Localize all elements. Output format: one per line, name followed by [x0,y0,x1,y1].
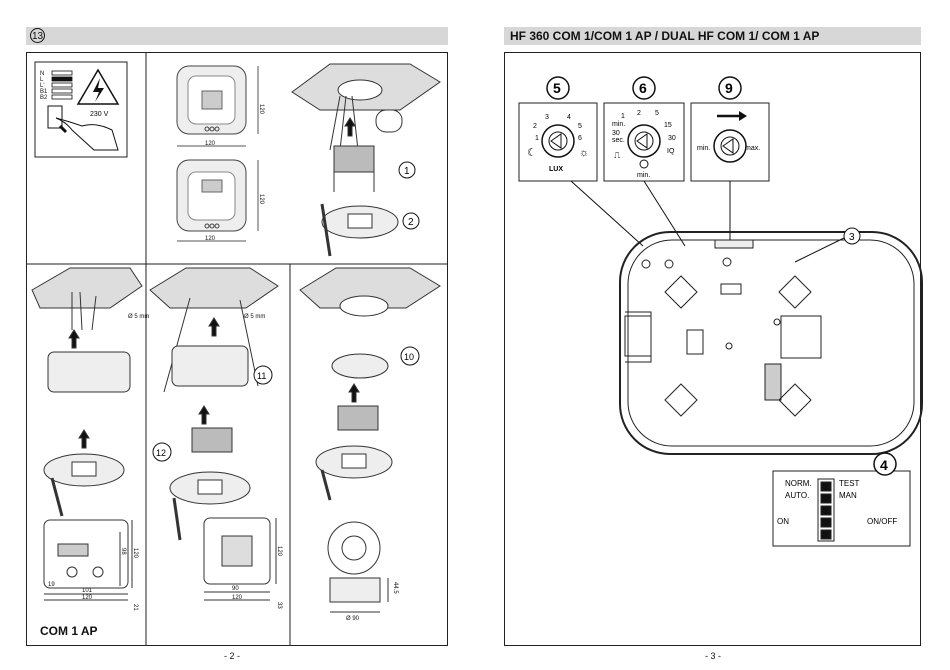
moon-icon: ☾ [527,147,537,159]
hand-icon [55,117,119,151]
clock-icon [639,159,649,169]
right-page: HF 360 COM 1/COM 1 AP / DUAL HF COM 1/ C… [475,0,950,670]
terminal-l-prime: L' [40,83,44,89]
range-knob: 9 min. max. [697,76,760,163]
svg-text:2: 2 [533,123,537,130]
svg-text:12: 12 [156,448,166,458]
page-number-left: - 2 - [223,651,240,661]
svg-text:120: 120 [276,546,282,557]
svg-text:90: 90 [232,586,239,592]
svg-text:19: 19 [48,582,55,588]
svg-text:IQ: IQ [667,148,675,155]
svg-text:Ø 5 mm: Ø 5 mm [244,314,265,320]
svg-text:30: 30 [668,135,676,142]
svg-text:Ø 5 mm: Ø 5 mm [128,314,149,320]
ceiling-mount-illustration [291,63,441,257]
svg-text:6: 6 [578,135,582,142]
svg-text:101: 101 [82,588,93,594]
svg-text:min.: min. [612,121,625,128]
svg-text:Ø 90: Ø 90 [346,616,360,622]
wiring-warning-panel: N L L' B1 B2 230 V [34,61,128,158]
terminal-l: L [40,77,44,83]
left-page: 13 N L L' B1 B2 [26,27,448,661]
voltage-label: 230 V [90,111,109,118]
svg-text:min.: min. [697,145,710,152]
svg-text:120: 120 [205,236,216,242]
svg-text:11: 11 [257,371,266,381]
dip-switch-panel [772,470,911,547]
page-number-right: - 3 - [704,651,721,661]
page-title: HF 360 COM 1/COM 1 AP / DUAL HF COM 1/ C… [510,29,820,43]
terminal-n: N [40,71,44,77]
svg-text:120: 120 [232,595,243,601]
terminal-b1: B1 [40,89,48,95]
svg-text:30: 30 [612,130,620,137]
svg-text:4: 4 [880,457,888,473]
svg-text:120: 120 [132,548,138,559]
svg-text:9: 9 [725,80,733,96]
arrow-right-icon [739,111,747,121]
callout-2: 2 [402,212,420,230]
svg-text:sec.: sec. [612,137,625,144]
svg-text:1: 1 [621,113,625,120]
time-knob: 6 1 2 5 min. 30 sec. 15 30 IQ min. ⎍ [612,76,676,179]
section-header: 13 [26,27,448,45]
svg-text:2: 2 [637,110,641,117]
svg-text:120: 120 [258,104,264,115]
svg-text:6: 6 [639,80,647,96]
callout-11: 11 [253,365,273,385]
dip-label-on: ON [777,517,789,526]
callout-3: 3 [843,227,861,245]
model-caption: COM 1 AP [40,624,98,638]
installation-diagram: N L L' B1 B2 230 V [26,52,448,646]
dip-label-onoff: ON/OFF [867,517,897,526]
box-mount-illustration [149,267,279,601]
callout-10: 10 [400,346,420,366]
svg-text:max.: max. [745,145,760,152]
dip-label-auto: AUTO. [785,491,809,500]
callout-12: 12 [152,442,172,462]
svg-text:5: 5 [655,110,659,117]
section-header-right: HF 360 COM 1/COM 1 AP / DUAL HF COM 1/ C… [504,27,921,45]
callout-4: 4 [873,452,897,476]
sun-icon: ☼ [579,147,589,159]
dip-label-test: TEST [839,479,860,488]
svg-text:120: 120 [82,595,93,601]
svg-text:98: 98 [120,548,126,555]
svg-text:5: 5 [553,80,561,96]
svg-text:10: 10 [404,352,414,362]
svg-text:15: 15 [664,122,672,129]
top-view-dimensions [176,65,259,242]
svg-text:44.5: 44.5 [392,582,398,594]
lux-knob: 5 1 2 3 4 5 6 LUX ☾ ☼ [527,76,589,173]
pulse-icon: ⎍ [614,150,621,160]
flush-mount-illustration [299,267,441,613]
surface-mount-illustration [31,267,143,601]
svg-text:1: 1 [535,135,539,142]
svg-text:120: 120 [258,194,264,205]
callout-1: 1 [398,161,416,179]
svg-text:3: 3 [849,232,855,243]
device-diagram-frame [504,52,921,646]
svg-text:4: 4 [567,114,571,121]
svg-text:min.: min. [637,172,650,179]
svg-text:5: 5 [578,123,582,130]
svg-text:120: 120 [205,141,216,147]
device-diagram: 5 1 2 3 4 5 6 LUX ☾ ☼ 6 1 2 [518,76,923,547]
dip-label-norm: NORM. [785,479,812,488]
svg-text:2: 2 [408,217,414,228]
terminal-b2: B2 [40,95,48,101]
svg-text:3: 3 [545,114,549,121]
switch-icon [47,105,63,129]
svg-text:21: 21 [132,604,138,611]
section-number: 13 [30,28,45,43]
svg-text:33: 33 [276,602,282,609]
svg-text:1: 1 [404,166,410,177]
dip-label-man: MAN [839,491,857,500]
device-base [619,231,923,455]
svg-text:LUX: LUX [549,166,563,173]
installation-diagram-frame [26,52,448,646]
